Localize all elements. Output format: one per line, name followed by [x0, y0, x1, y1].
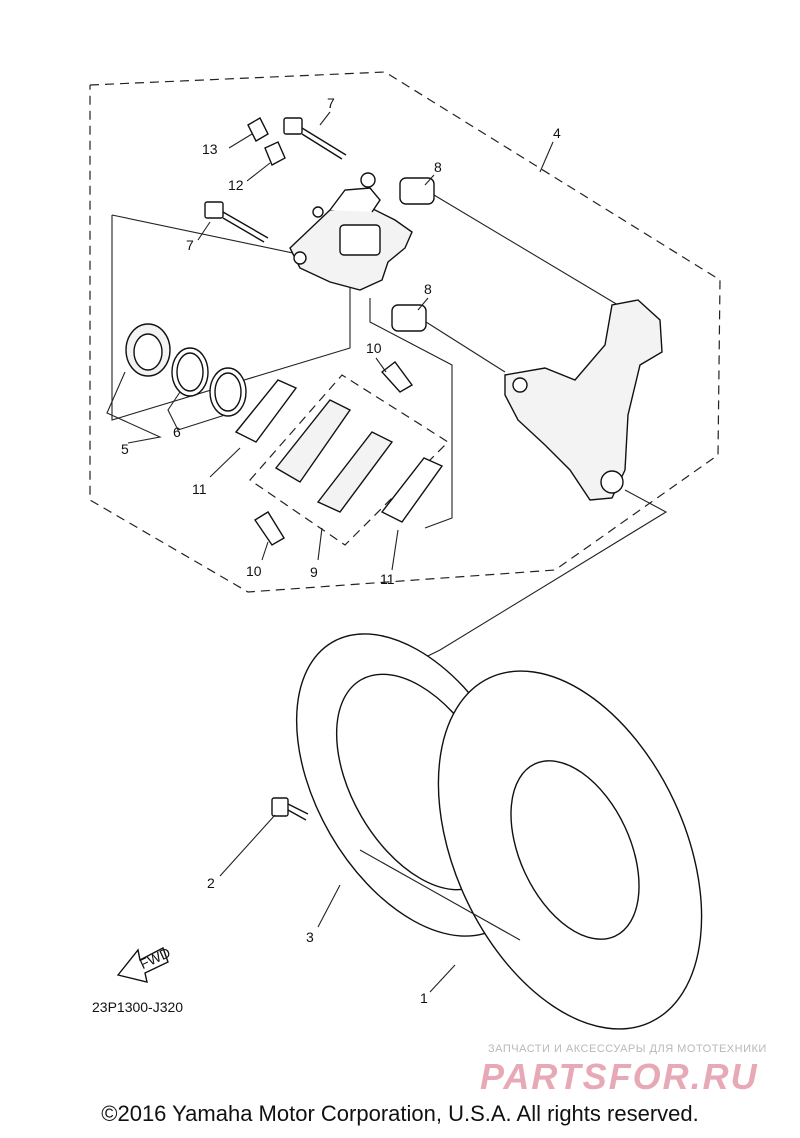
- callout-7-upper: 7: [327, 95, 335, 111]
- callout-10-lower: 10: [246, 563, 262, 579]
- caliper-body: [289, 172, 413, 291]
- callout-13: 13: [202, 141, 218, 157]
- callout-5: 5: [121, 441, 129, 457]
- callout-2: 2: [207, 875, 215, 891]
- callout-9: 9: [310, 564, 318, 580]
- watermark-subtitle: ЗАПЧАСТИ И АКСЕССУАРЫ ДЛЯ МОТОТЕХНИКИ: [488, 1043, 767, 1055]
- pad-spring-lower: [254, 511, 285, 546]
- callout-8-upper: 8: [434, 159, 442, 175]
- watermark-logo: PARTSFOR.RU: [480, 1056, 759, 1097]
- callout-11-outer: 11: [380, 571, 395, 587]
- caliper-bolt-lower: [204, 201, 269, 243]
- pad-spring-upper: [380, 361, 414, 393]
- brake-pad-outer: [316, 431, 394, 513]
- callout-1: 1: [420, 990, 428, 1006]
- callout-12: 12: [228, 177, 244, 193]
- caliper-bolt-upper: [283, 117, 347, 160]
- caliper-bracket: [504, 299, 663, 501]
- pad-group-outline: [369, 298, 453, 529]
- callout-10-upper: 10: [366, 340, 382, 356]
- callout-3: 3: [306, 929, 314, 945]
- brake-pad-inner: [274, 399, 352, 483]
- pad-shim-inner: [234, 379, 298, 443]
- callout-11-inner: 11: [192, 481, 207, 497]
- forward-direction-arrow: FWD: [116, 944, 173, 983]
- pad-shim-outer: [380, 457, 444, 523]
- callout-8-lower: 8: [424, 281, 432, 297]
- bushing-lower: [391, 304, 506, 373]
- callout-7-lower: 7: [186, 237, 194, 253]
- bleed-screw-cap: [247, 117, 269, 142]
- assembly-dashed-frame: [89, 71, 721, 593]
- piston-seal-set: [171, 347, 247, 417]
- copyright-notice: ©2016 Yamaha Motor Corporation, U.S.A. A…: [101, 1101, 699, 1126]
- piston-group-outline: [111, 214, 351, 421]
- disc-bolt: [271, 797, 309, 821]
- pad-kit-dashed-box: [249, 374, 449, 546]
- disc-bolt-leader: [359, 849, 521, 941]
- callout-leaders: [106, 111, 554, 993]
- callout-6: 6: [173, 424, 181, 440]
- bleed-screw: [264, 141, 286, 166]
- callout-4: 4: [553, 125, 561, 141]
- diagram-reference-code: 23P1300-J320: [92, 999, 183, 1015]
- piston: [125, 323, 171, 377]
- brake-disc: [437, 670, 703, 1030]
